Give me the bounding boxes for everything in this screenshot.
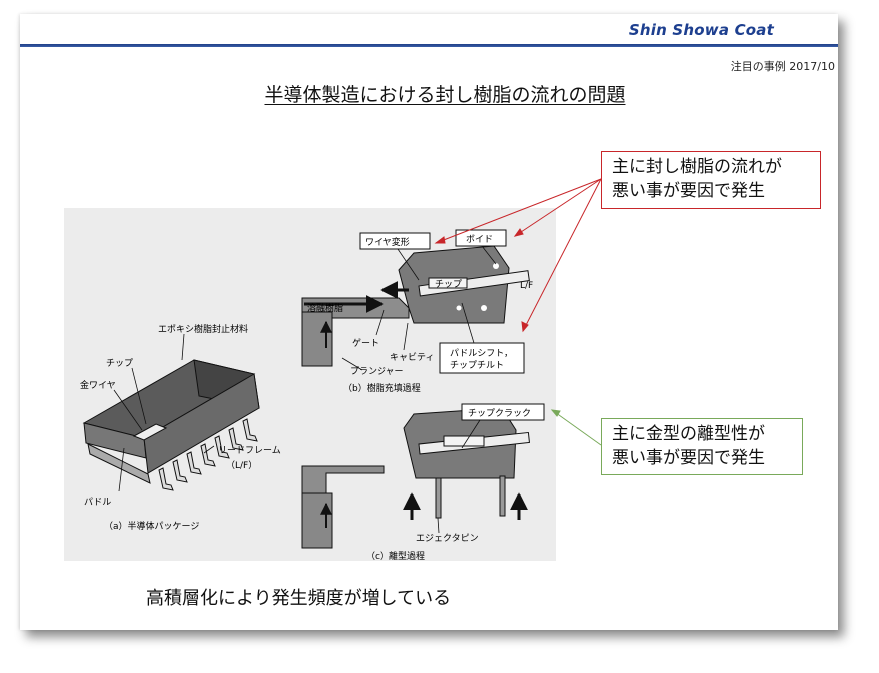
figure-illustration: エポキシ樹脂封止材料 チップ 金ワイヤ リードフレーム （L/F） パドル （a… — [80, 229, 545, 562]
label-paddle-shift-2: チップチルト — [450, 360, 504, 371]
label-chip-b: チップ — [435, 279, 462, 290]
caption-filling: （b）樹脂充填過程 — [343, 382, 421, 394]
caption-release: （c）離型過程 — [366, 550, 425, 561]
label-wire-deform: ワイヤ変形 — [365, 236, 410, 248]
caption-package: （a）半導体パッケージ — [104, 520, 199, 532]
figure-panel: エポキシ樹脂封止材料 チップ 金ワイヤ リードフレーム （L/F） パドル （a… — [64, 208, 556, 562]
label-plunger: プランジャー — [350, 366, 404, 377]
callout-mold-release-line2: 悪い事が要因で発生 — [612, 448, 765, 468]
slide: Shin Showa Coat 注目の事例 2017/10 半導体製造における封… — [20, 14, 838, 630]
header-bar — [20, 44, 838, 47]
paddle-shift-box — [439, 342, 525, 374]
callout-resin-flow-line2: 悪い事が要因で発生 — [612, 181, 765, 201]
chip-crack-box — [461, 403, 545, 421]
package-drawing — [82, 359, 260, 491]
slide-title: 半導体製造における封し樹脂の流れの問題 — [20, 80, 838, 107]
label-void: ボイド — [466, 234, 493, 245]
note-date: 注目の事例 2017/10 — [730, 60, 835, 73]
label-gold-wire: 金ワイヤ — [80, 379, 116, 391]
callout-resin-flow-line1: 主に封し樹脂の流れが — [612, 157, 782, 177]
conclusion-text: 高積層化により発生頻度が増している — [146, 588, 452, 609]
label-paddle-shift-1: パドルシフト， — [450, 348, 513, 359]
slide-title-text: 半導体製造における封し樹脂の流れの問題 — [264, 84, 626, 106]
label-epoxy: エポキシ樹脂封止材料 — [158, 323, 248, 335]
label-lead-frame: リードフレーム — [218, 445, 281, 456]
label-paddle: パドル — [84, 497, 111, 508]
filling-drawing — [301, 245, 530, 367]
label-molten-resin: 溶融樹脂 — [307, 302, 343, 314]
void-box — [455, 229, 507, 247]
brand-logo: Shin Showa Coat — [628, 21, 774, 39]
release-drawing — [301, 407, 530, 549]
label-lf: L/F — [520, 281, 533, 291]
label-chip: チップ — [106, 358, 133, 369]
callout-resin-flow: 主に封し樹脂の流れが 悪い事が要因で発生 — [601, 151, 821, 209]
label-lead-frame-abbr: （L/F） — [226, 460, 257, 471]
label-gate: ゲート — [352, 337, 379, 349]
callout-mold-release-line1: 主に金型の離型性が — [612, 424, 765, 444]
label-ejector-pin: エジェクタピン — [416, 533, 479, 544]
label-cavity: キャビティ — [390, 352, 434, 363]
callout-mold-release: 主に金型の離型性が 悪い事が要因で発生 — [601, 418, 803, 475]
wire-deform-box — [359, 232, 431, 250]
callout-connectors — [434, 178, 602, 446]
label-chip-crack: チップクラック — [468, 408, 531, 419]
